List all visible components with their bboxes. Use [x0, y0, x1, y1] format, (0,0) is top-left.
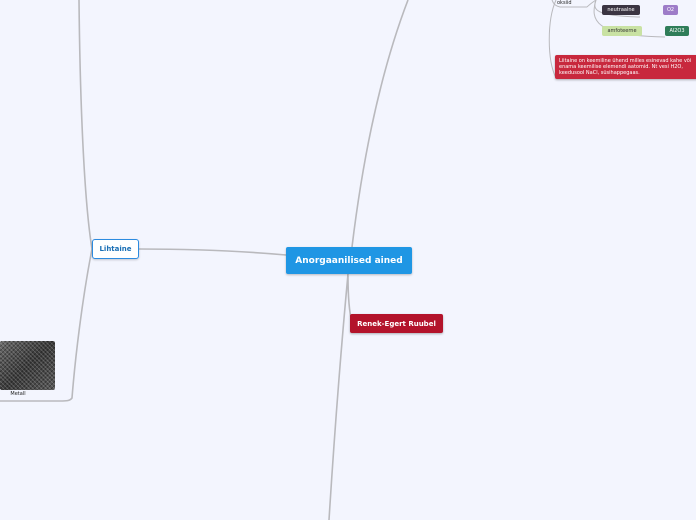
liitaine-note[interactable]: Liitaine on keemiline ühend milles esine…: [555, 55, 696, 79]
oksiid-row-amfoteerne-example[interactable]: Al2O3: [665, 26, 689, 36]
oksiid-label[interactable]: oksiid: [557, 0, 572, 6]
link-lihtaine-up: [78, 0, 93, 250]
link-central-to-top: [351, 0, 409, 248]
topic-author[interactable]: Renek-Egert Ruubel: [350, 314, 443, 333]
link-lihtaine-down: [0, 248, 93, 402]
oksiid-row-neutraalne-example[interactable]: O2: [663, 5, 678, 15]
image-caption: Metall: [10, 391, 26, 397]
link-central-to-bottom: [328, 273, 349, 520]
oksiid-row-amfoteerne-kind[interactable]: amfoteerne: [602, 26, 642, 36]
link-oksiid-underline: [551, 0, 587, 8]
topic-lihtaine[interactable]: Lihtaine: [92, 239, 139, 259]
metal-texture-image[interactable]: [0, 341, 55, 390]
link-oksiid-to-row2: [593, 0, 666, 38]
link-top-to-note: [548, 0, 557, 79]
oksiid-row-neutraalne-kind[interactable]: neutraalne: [602, 5, 640, 15]
link-central-to-lihtaine: [138, 248, 287, 256]
central-topic[interactable]: Anorgaanilised ained: [286, 247, 412, 274]
